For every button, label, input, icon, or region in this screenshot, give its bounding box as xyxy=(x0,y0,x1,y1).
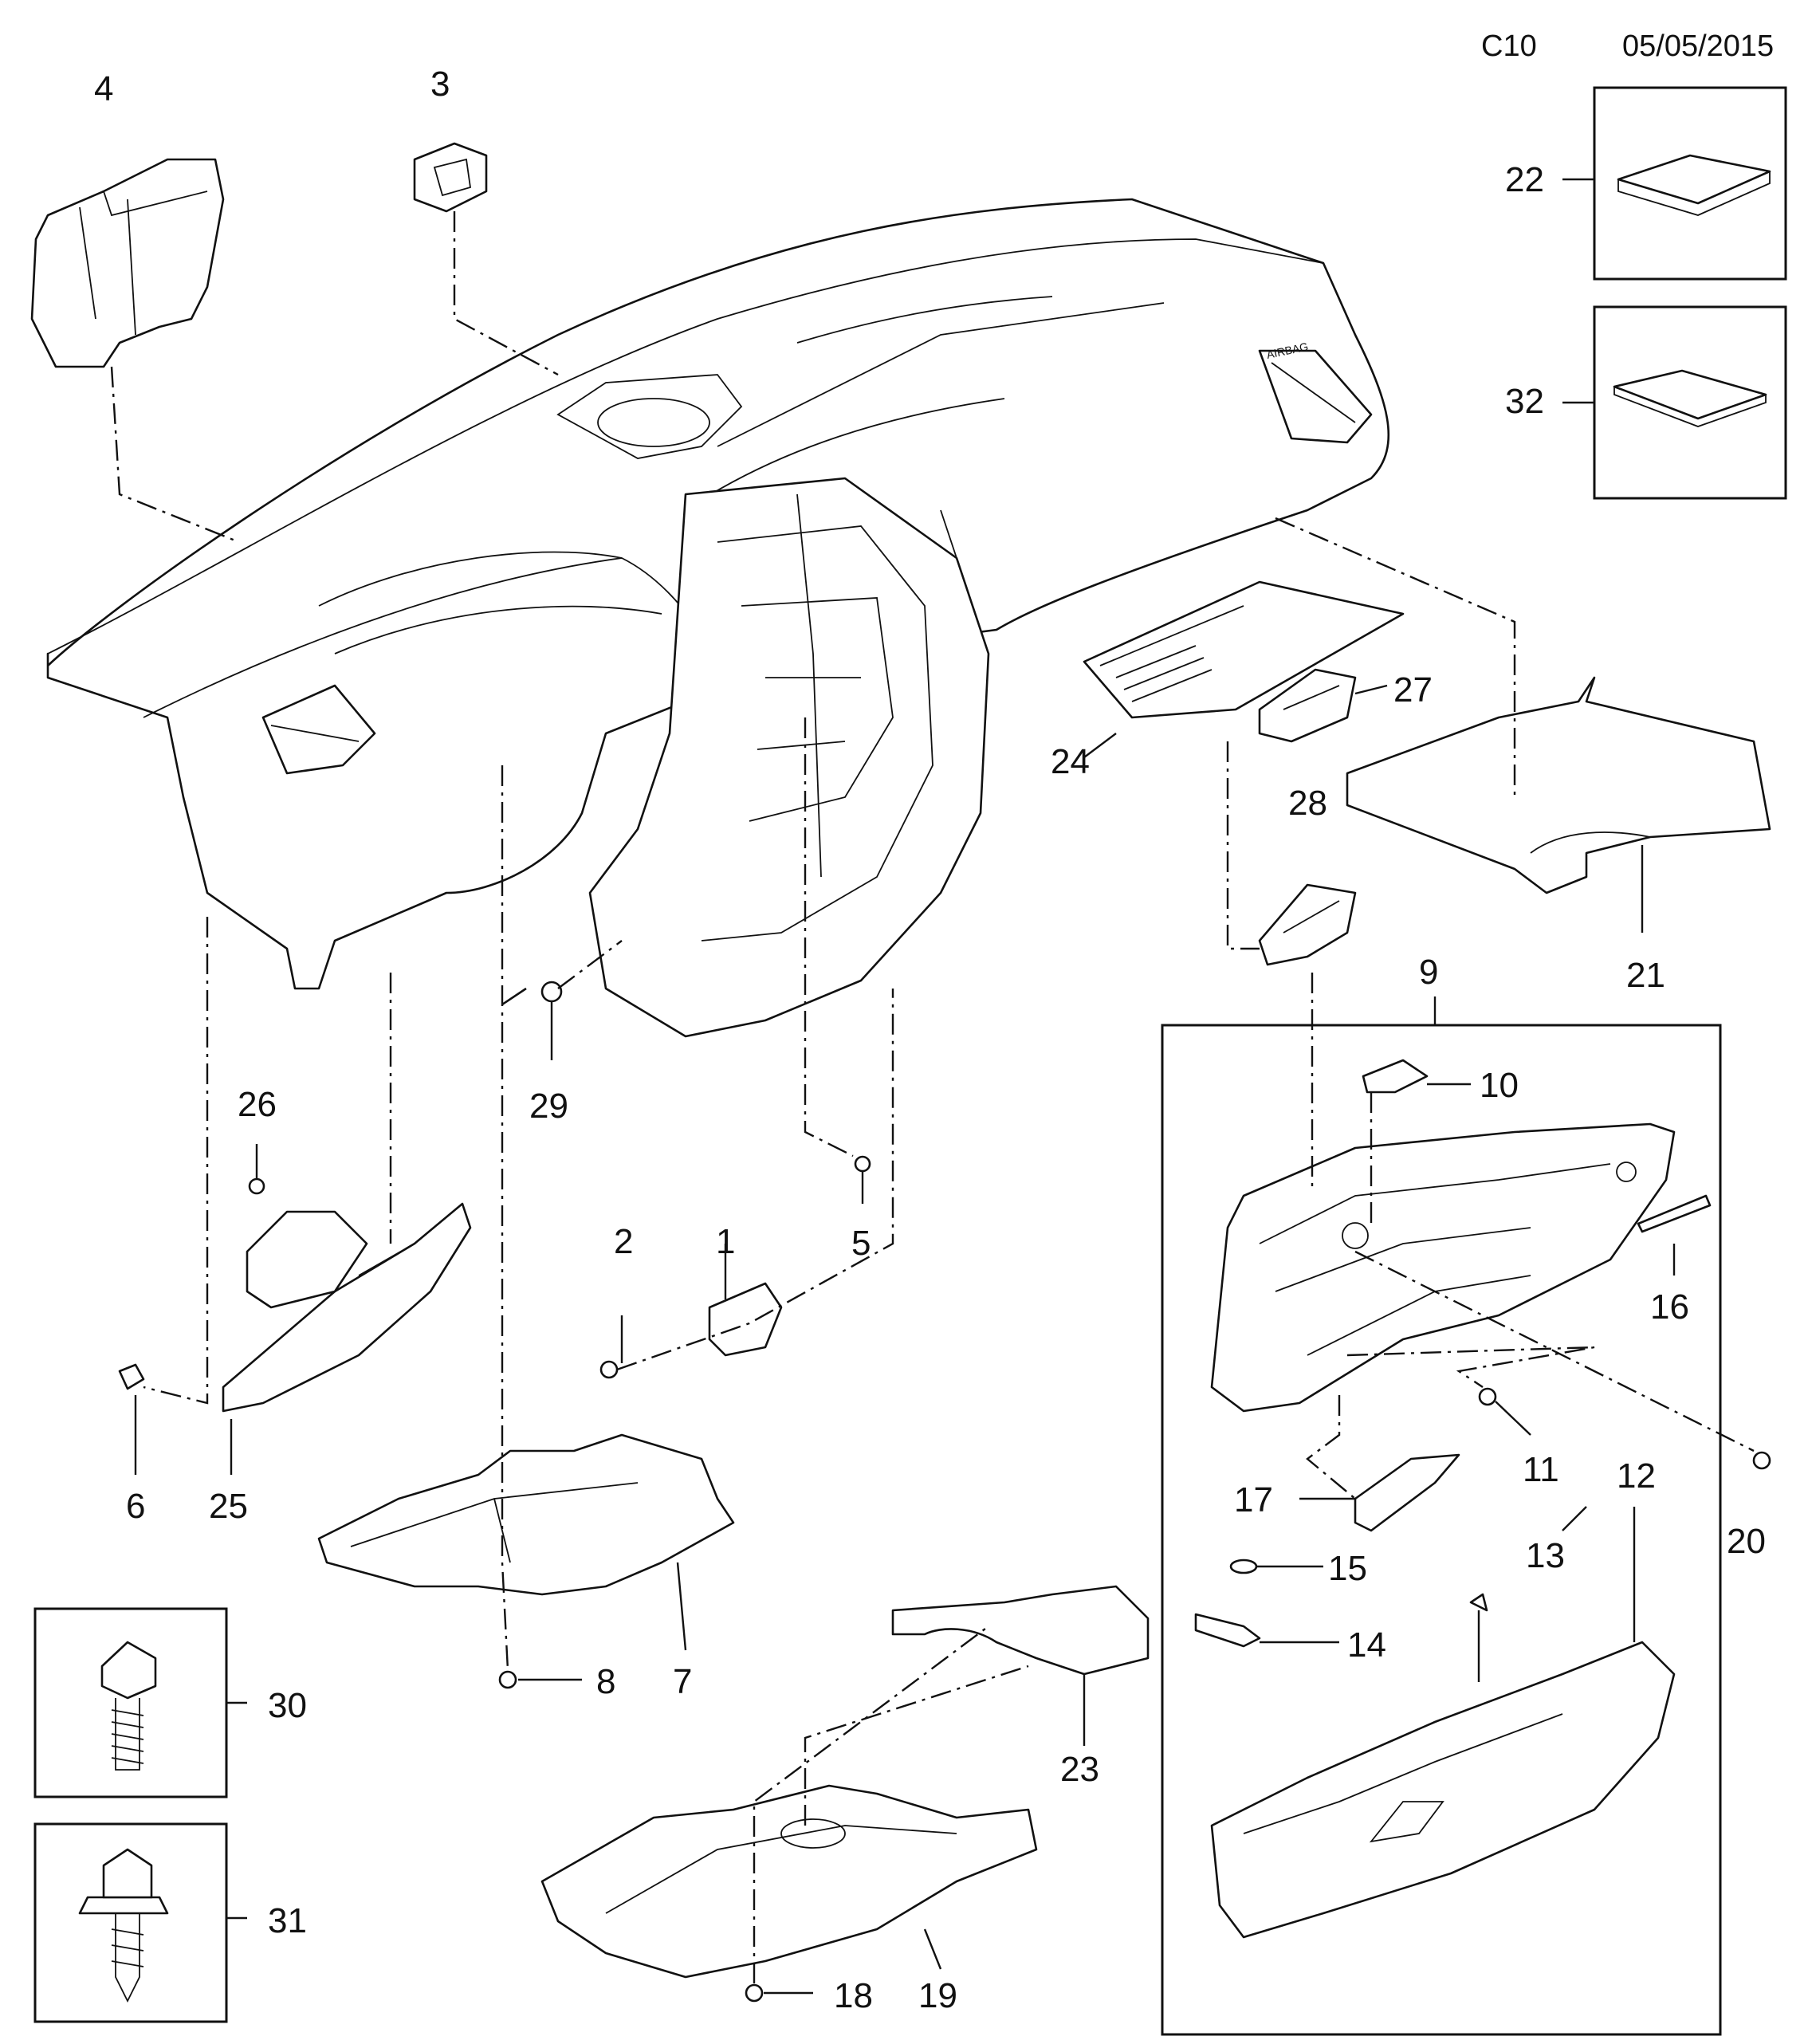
storage-tray-part xyxy=(1083,580,1405,719)
callout-13: 13 xyxy=(1526,1536,1565,1575)
callout-12: 12 xyxy=(1617,1456,1656,1496)
instrument-panel: AIRBAG xyxy=(46,198,1390,1038)
callout-14: 14 xyxy=(1347,1625,1386,1665)
callout-6: 6 xyxy=(126,1487,145,1526)
callout-11: 11 xyxy=(1523,1450,1559,1489)
lower-panel-19-part xyxy=(540,1784,1038,2003)
callout-20: 20 xyxy=(1727,1522,1766,1561)
callout-25: 25 xyxy=(209,1487,248,1526)
callout-15: 15 xyxy=(1328,1549,1367,1588)
callout-32: 32 xyxy=(1505,382,1544,421)
callout-21: 21 xyxy=(1626,956,1665,995)
bracket-27-part xyxy=(1258,668,1357,743)
callout-17: 17 xyxy=(1234,1480,1273,1519)
screw-29-part xyxy=(540,981,563,1003)
callout-28: 28 xyxy=(1288,784,1327,823)
detail-box-22 xyxy=(1593,86,1787,281)
callout-31: 31 xyxy=(268,1901,307,1940)
end-cover-part xyxy=(30,158,225,368)
bracket-1-part xyxy=(599,1155,871,1379)
callout-19: 19 xyxy=(918,1976,957,2015)
callout-3: 3 xyxy=(430,65,450,104)
diagram-date: 05/05/2015 xyxy=(1622,29,1774,63)
callout-8: 8 xyxy=(596,1662,615,1701)
callout-26: 26 xyxy=(238,1085,277,1124)
callout-24: 24 xyxy=(1051,742,1090,781)
callout-23: 23 xyxy=(1060,1750,1099,1789)
callout-18: 18 xyxy=(834,1976,873,2015)
bracket-28-part xyxy=(1258,883,1357,966)
callout-9: 9 xyxy=(1419,953,1438,992)
lower-panel-7-part xyxy=(317,987,735,1689)
screw-detail-box-30 xyxy=(33,1607,228,1798)
callout-labels: 4 3 22 32 27 24 28 21 9 10 16 11 12 20 1… xyxy=(94,65,1766,2015)
insulation-pad-23-part xyxy=(891,1585,1150,1676)
callout-30: 30 xyxy=(268,1686,307,1725)
callout-16: 16 xyxy=(1650,1287,1689,1327)
screw-detail-box-31 xyxy=(33,1822,228,2023)
callout-1: 1 xyxy=(716,1222,735,1261)
callout-22: 22 xyxy=(1505,160,1544,199)
callout-29: 29 xyxy=(529,1087,568,1126)
leader-lines xyxy=(110,178,1755,1995)
left-trim-25-part xyxy=(118,1177,472,1413)
callout-7: 7 xyxy=(673,1662,692,1701)
callout-2: 2 xyxy=(614,1222,633,1261)
callout-27: 27 xyxy=(1393,670,1433,710)
callout-5: 5 xyxy=(851,1224,871,1263)
insulation-pad-21-part xyxy=(1346,676,1771,894)
callout-10: 10 xyxy=(1480,1066,1519,1105)
detail-box-32 xyxy=(1593,305,1787,500)
clip-part xyxy=(413,142,488,213)
callout-4: 4 xyxy=(94,69,113,108)
diagram-code: C10 xyxy=(1481,29,1537,63)
glovebox-assembly-box xyxy=(1161,1024,1771,2036)
